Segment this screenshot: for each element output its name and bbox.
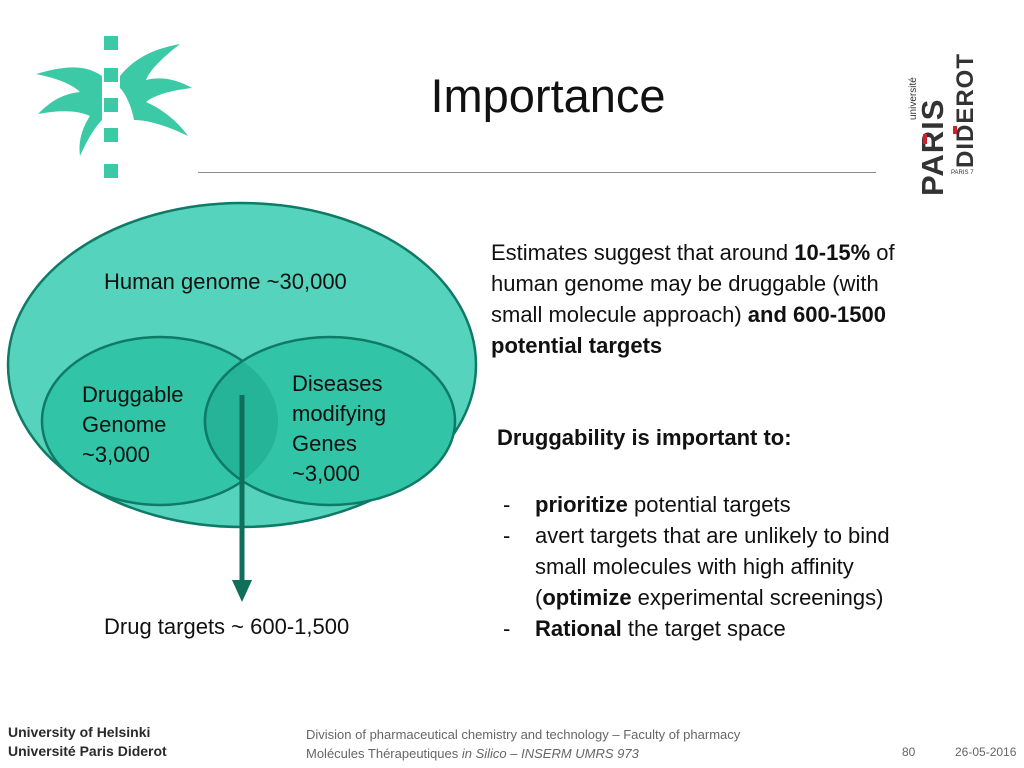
bullet-line: small molecules with high affinity	[535, 554, 854, 579]
bold-run: prioritize	[535, 492, 628, 517]
bullet-item: - prioritize potential targets	[503, 489, 890, 520]
text-run: Molécules Thérapeutiques	[306, 746, 462, 761]
bullet-dash: -	[503, 616, 511, 641]
estimate-line: small molecule approach) and 600-1500	[491, 299, 895, 330]
disease-genes-label: Diseases modifying Genes ~3,000	[292, 369, 386, 489]
paris-diderot-logo-icon: université PARIS DIDEROT PARIS 7	[908, 53, 979, 196]
estimate-line: potential targets	[491, 330, 895, 361]
disease-line: ~3,000	[292, 461, 360, 486]
footer-university: University of Helsinki	[8, 724, 151, 740]
bullet-item: - avert targets that are unlikely to bin…	[503, 520, 890, 613]
drug-targets-label: Drug targets ~ 600-1,500	[104, 614, 350, 639]
estimate-line: human genome may be druggable (with	[491, 271, 879, 296]
bullet-line: (optimize experimental screenings)	[535, 582, 890, 613]
text-run: experimental screenings)	[631, 585, 884, 610]
druggable-genome-label: Druggable Genome ~3,000	[82, 380, 184, 470]
drug-targets-arrow-head	[232, 580, 252, 602]
slide-date: 26-05-2016	[955, 745, 1017, 759]
bold-run: Rational	[535, 616, 622, 641]
bold-run: optimize	[542, 585, 632, 610]
disease-line: Genes	[292, 431, 357, 456]
text-run: small molecule approach)	[491, 302, 748, 327]
footer-line: Molécules Thérapeutiques in Silico – INS…	[306, 744, 740, 763]
logo-diderot-text: DIDEROT	[952, 53, 979, 168]
bold-run: potential targets	[491, 333, 663, 358]
genome-venn-diagram	[6, 201, 478, 602]
logo-accent-bar	[953, 126, 957, 134]
logo-paris7-text: PARIS 7	[951, 170, 974, 176]
helsinki-flame-logo-icon	[36, 36, 192, 178]
human-genome-label: Human genome ~30,000	[104, 269, 347, 294]
estimate-line: Estimates suggest that around 10-15% of	[491, 237, 895, 268]
disease-line: modifying	[292, 401, 387, 426]
logo-universite-text: université	[908, 77, 919, 120]
footer-university: Université Paris Diderot	[8, 743, 167, 759]
slide-title: Importance	[430, 69, 666, 122]
druggable-line: Genome	[82, 412, 167, 437]
druggable-line: ~3,000	[82, 442, 150, 467]
text-run: the target space	[621, 616, 786, 641]
druggability-bullet-list: - prioritize potential targets - avert t…	[503, 489, 890, 644]
footer-affiliation: Division of pharmaceutical chemistry and…	[306, 725, 740, 763]
disease-line: Diseases	[292, 371, 383, 396]
footer-line: Division of pharmaceutical chemistry and…	[306, 727, 741, 742]
bold-run: and 600-1500	[747, 302, 886, 327]
logo-accent-bar	[923, 134, 927, 144]
bold-run: 10-15%	[794, 240, 871, 265]
italic-run: – INSERM UMRS 973	[506, 746, 639, 761]
text-run: (	[535, 585, 543, 610]
title-divider	[198, 172, 876, 173]
estimate-paragraph: Estimates suggest that around 10-15% of …	[491, 237, 895, 361]
druggable-line: Druggable	[82, 382, 184, 407]
page-number: 80	[902, 745, 916, 759]
text-run: Estimates suggest that around	[491, 240, 795, 265]
footer-universities: University of Helsinki Université Paris …	[8, 723, 167, 761]
bullet-dash: -	[503, 523, 511, 548]
druggability-heading: Druggability is important to:	[497, 425, 792, 450]
italic-run: in Silico	[461, 746, 507, 761]
text-run: of	[870, 240, 895, 265]
bullet-item: - Rational the target space	[503, 613, 890, 644]
bullet-line: avert targets that are unlikely to bind	[535, 523, 890, 548]
bullet-dash: -	[503, 492, 511, 517]
logo-paris-text: PARIS	[915, 99, 950, 196]
text-run: potential targets	[627, 492, 791, 517]
